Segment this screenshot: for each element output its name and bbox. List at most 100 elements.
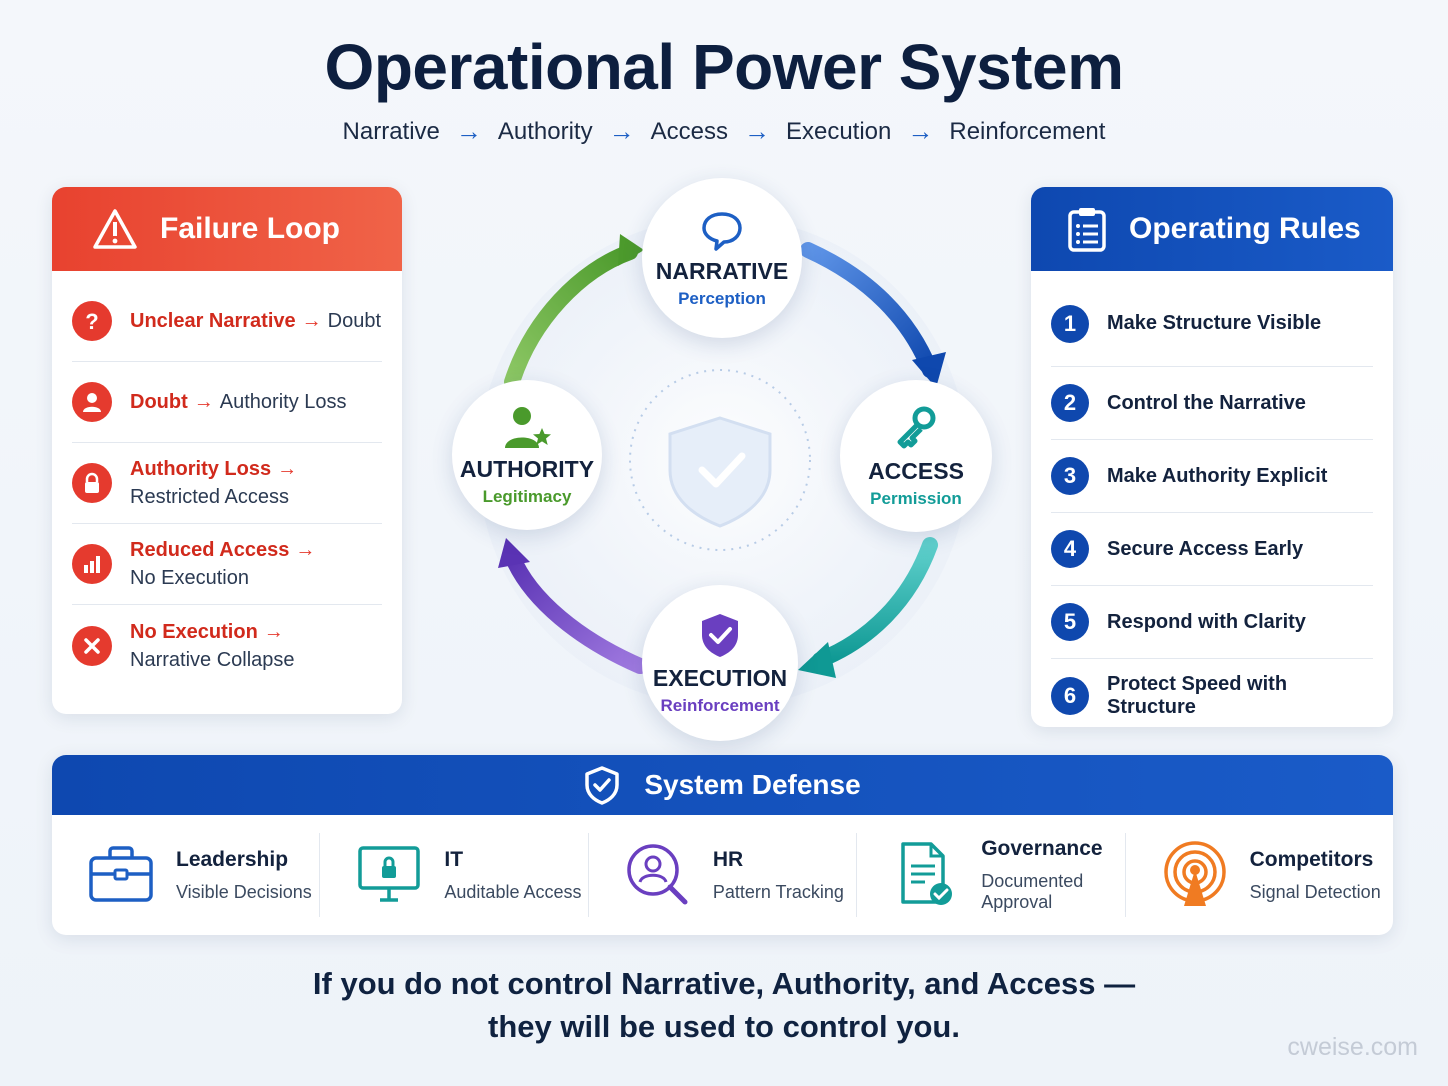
arrow-icon: →: [295, 539, 316, 561]
cycle-node-execution: EXECUTION Reinforcement: [642, 585, 798, 741]
monitor-lock-icon: [358, 846, 421, 902]
rule-number-badge: 2: [1051, 384, 1089, 422]
defense-title: IT: [444, 847, 464, 871]
defense-subtitle: Pattern Tracking: [712, 881, 844, 902]
defense-subtitle: Visible Decisions: [176, 881, 312, 902]
failure-effect: Narrative Collapse: [130, 648, 295, 671]
failure-loop-title: Failure Loop: [160, 212, 340, 245]
failure-effect: Authority Loss: [219, 391, 347, 413]
list-item: 3 Make Authority Explicit: [1051, 440, 1373, 513]
failure-effect: Restricted Access: [130, 486, 289, 508]
failure-effect: No Execution: [130, 567, 249, 589]
defense-item-it: IT Auditable Access: [320, 833, 589, 917]
footer-line-2: they will be used to control you.: [488, 1009, 960, 1044]
page-title: Operational Power System: [324, 31, 1124, 103]
question-icon: ?: [72, 301, 112, 341]
failure-cause: Unclear Narrative: [130, 310, 296, 332]
failure-loop-panel: Failure Loop ? Unclear Narrative→Doubt D…: [52, 187, 402, 714]
failure-loop-header: Failure Loop: [52, 187, 402, 271]
node-title: ACCESS: [868, 457, 964, 484]
defense-item-leadership: Leadership Visible Decisions: [52, 833, 321, 917]
node-subtitle: Reinforcement: [660, 695, 780, 715]
rule-label: Make Authority Explicit: [1107, 464, 1328, 487]
shield-check-icon: [585, 766, 620, 805]
defense-subtitle: Signal Detection: [1249, 881, 1381, 902]
warning-icon: [93, 209, 137, 249]
failure-cause: Doubt: [130, 391, 188, 413]
system-defense-panel: System Defense Leadership Visible Decisi…: [52, 755, 1393, 935]
clipboard-icon: [1068, 208, 1106, 252]
cycle-node-authority: AUTHORITY Legitimacy: [452, 380, 602, 530]
node-subtitle: Perception: [678, 288, 766, 308]
lock-icon: [72, 463, 112, 503]
list-item: Reduced Access→ No Execution: [72, 524, 382, 605]
failure-effect: Doubt: [327, 310, 382, 332]
user-star-icon: [505, 406, 551, 448]
node-subtitle: Legitimacy: [482, 486, 572, 506]
arrow-icon: →: [301, 310, 322, 332]
flow-arrow-icon: →: [455, 116, 482, 146]
arrow-icon: →: [263, 620, 284, 643]
failure-cause: Authority Loss: [130, 458, 272, 480]
operating-rules-header: Operating Rules: [1031, 187, 1393, 271]
shield-check-icon: [702, 613, 738, 657]
defense-item-hr: HR Pattern Tracking: [589, 833, 858, 917]
defense-title: HR: [712, 847, 744, 871]
briefcase-icon: [89, 846, 153, 902]
footer-line-1: If you do not control Narrative, Authori…: [312, 966, 1136, 1001]
node-title: NARRATIVE: [655, 257, 789, 284]
cycle-arrows: [478, 217, 968, 707]
defense-subtitle: Documented Approval: [981, 871, 1084, 912]
rule-label: Respond with Clarity: [1107, 610, 1306, 633]
document-check-icon: [901, 842, 953, 905]
cycle-node-access: ACCESS Permission: [840, 380, 992, 532]
node-subtitle: Permission: [870, 488, 962, 508]
rule-number-badge: 1: [1051, 304, 1089, 343]
svg-text:?: ?: [85, 309, 98, 333]
flow-sequence: Narrative → Authority → Access → Executi…: [0, 116, 1448, 147]
rule-label: Control the Narrative: [1107, 391, 1306, 414]
watermark: cweise.com: [1287, 1033, 1418, 1061]
defense-subtitle: Auditable Access: [444, 881, 582, 902]
list-item: Doubt→Authority Loss: [72, 362, 382, 443]
defense-title: Leadership: [176, 847, 289, 871]
defense-item-competitors: Competitors Signal Detection: [1126, 833, 1393, 917]
key-icon: [897, 406, 936, 448]
flow-arrow-icon: →: [608, 116, 635, 146]
flow-arrow-icon: →: [743, 116, 770, 146]
rule-number-badge: 6: [1051, 676, 1089, 715]
system-defense-header: System Defense: [52, 755, 1393, 815]
signal-tower-icon: [1163, 841, 1226, 906]
system-defense-title: System Defense: [644, 769, 861, 800]
user-icon: [72, 382, 112, 422]
list-item: ? Unclear Narrative→Doubt: [72, 281, 382, 362]
x-icon: [72, 625, 112, 666]
failure-cause: No Execution: [130, 620, 258, 643]
defense-item-governance: Governance Documented Approval: [857, 833, 1126, 917]
rule-number-badge: 4: [1051, 530, 1089, 568]
flow-arrow-icon: →: [907, 116, 934, 146]
bar-chart-icon: [72, 544, 112, 584]
rule-number-badge: 3: [1051, 457, 1089, 495]
magnifier-user-icon: [627, 844, 688, 905]
footer-quote: If you do not control Narrative, Authori…: [0, 962, 1448, 1048]
arrow-icon: →: [193, 391, 214, 413]
operating-rules-title: Operating Rules: [1129, 212, 1361, 245]
arrow-icon: →: [277, 458, 298, 480]
node-title: EXECUTION: [652, 664, 788, 691]
power-cycle-diagram: NARRATIVE Perception ACCESS Permission E…: [440, 170, 1010, 750]
flow-step-reinforcement: Reinforcement: [949, 117, 1106, 145]
flow-step-access: Access: [650, 117, 728, 145]
list-item: Authority Loss→ Restricted Access: [72, 443, 382, 524]
flow-step-execution: Execution: [785, 117, 892, 145]
flow-step-authority: Authority: [497, 117, 593, 145]
defense-title: Governance: [981, 837, 1103, 860]
defense-title: Competitors: [1249, 847, 1374, 871]
failure-cause: Reduced Access: [130, 539, 290, 561]
node-title: AUTHORITY: [459, 455, 595, 482]
cycle-node-narrative: NARRATIVE Perception: [642, 178, 802, 338]
